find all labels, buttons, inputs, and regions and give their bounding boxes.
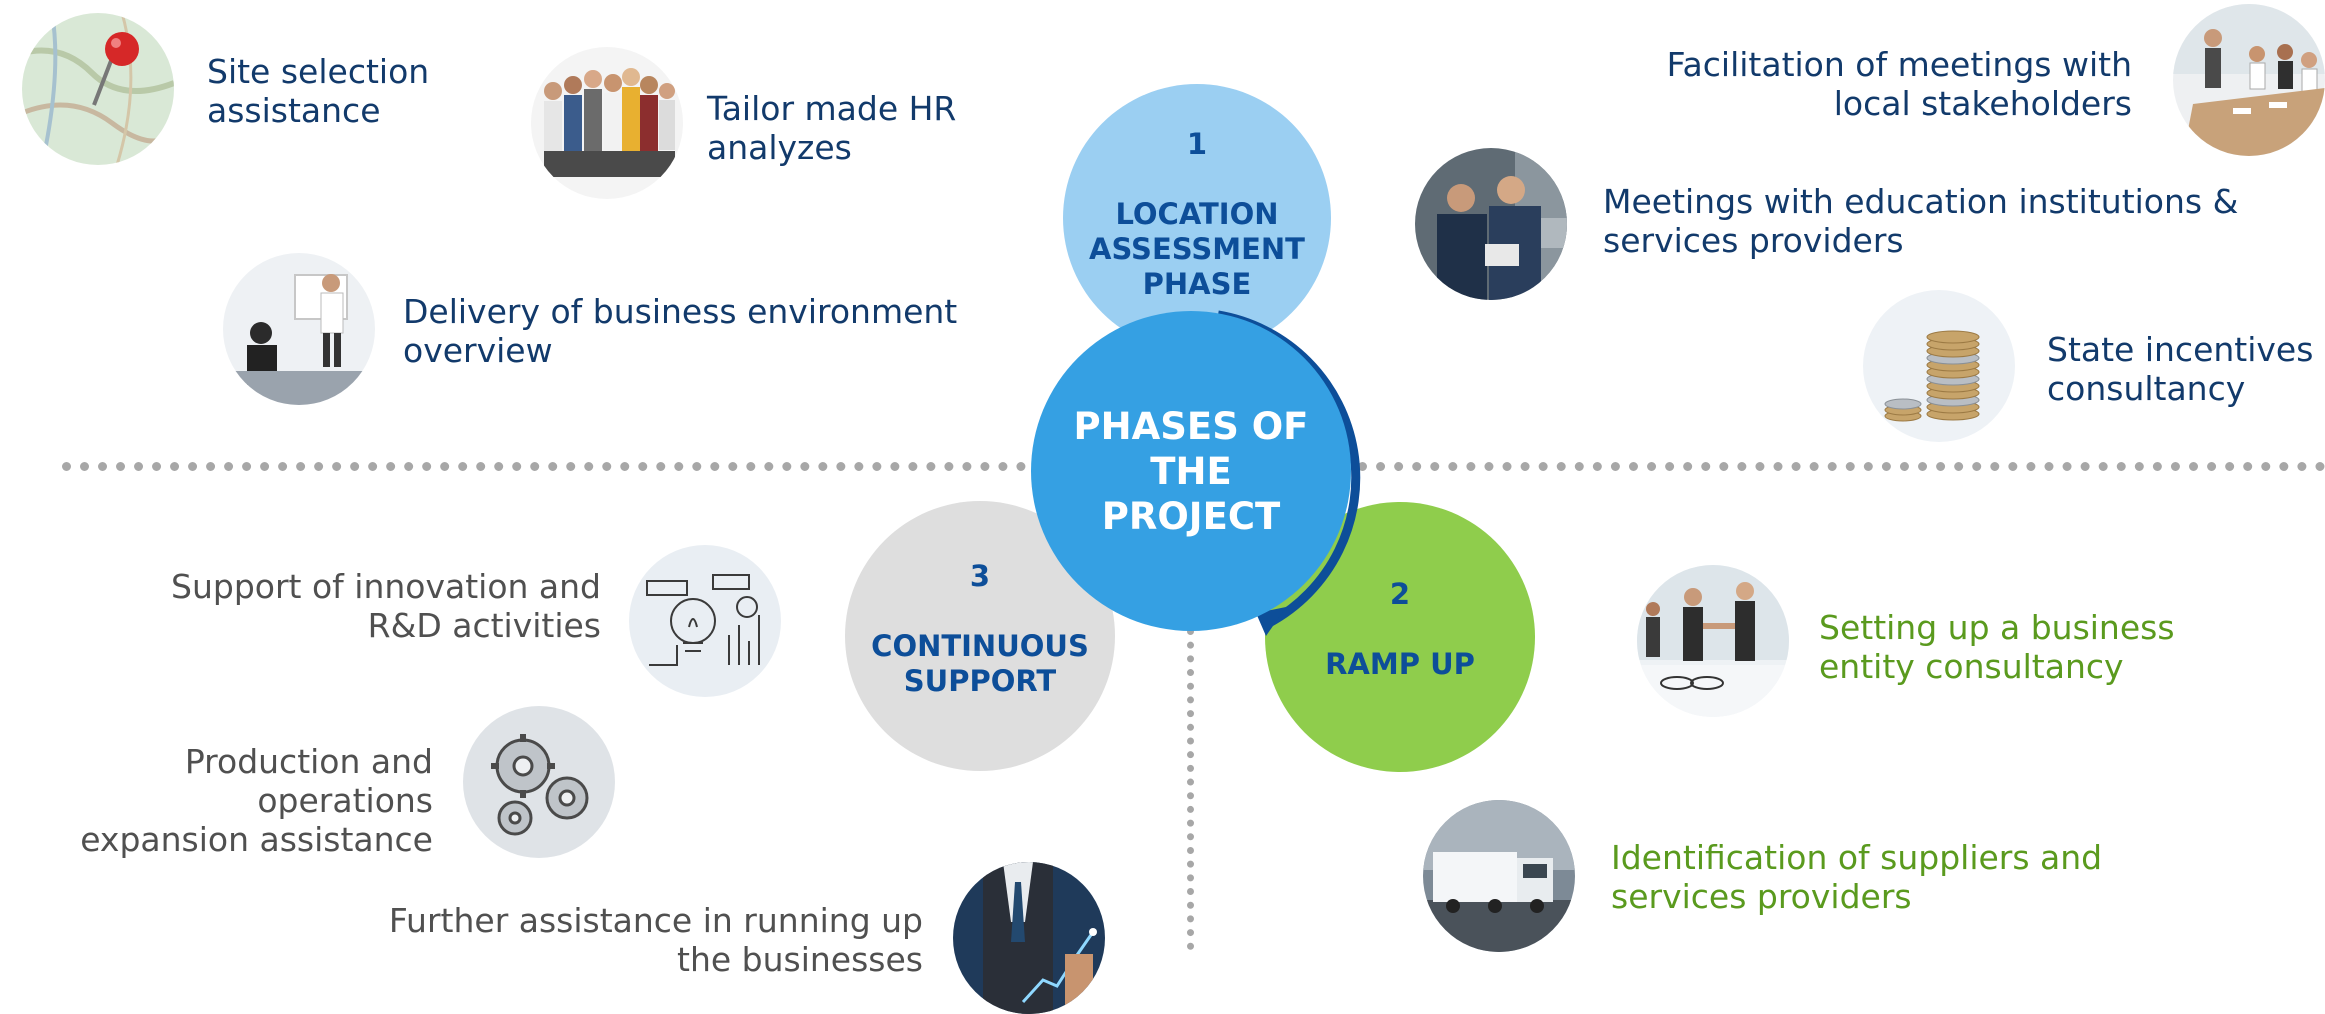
vertical-divider	[1187, 628, 1194, 950]
phase-1-label: LOCATION ASSESSMENT PHASE	[1089, 196, 1305, 301]
coins-stack-icon	[1863, 290, 2015, 442]
phase-3-label: CONTINUOUS SUPPORT	[871, 629, 1089, 698]
growth-chart-icon	[953, 862, 1105, 1014]
truck-icon	[1423, 800, 1575, 952]
phase-1-number: 1	[1186, 126, 1208, 161]
business-environment-text: Delivery of business environment overvie…	[403, 292, 958, 370]
phase-2-label: RAMP UP	[1325, 646, 1475, 681]
presentation-icon	[223, 253, 375, 405]
phase-3-number: 3	[969, 559, 991, 593]
phase-1-content: 1 LOCATION ASSESSMENT PHASE	[1089, 92, 1305, 337]
site-selection-text: Site selection assistance	[207, 52, 430, 130]
horizontal-divider-left	[62, 462, 1062, 471]
phase-1-circle: 1 LOCATION ASSESSMENT PHASE	[1063, 84, 1331, 352]
innovation-text: Support of innovation and R&D activities	[171, 567, 601, 645]
workers-group-icon	[531, 47, 683, 199]
engineers-meeting-icon	[1415, 148, 1567, 300]
state-incentives-text: State incentives consultancy	[2047, 330, 2314, 408]
production-expansion-text: Production and operations expansion assi…	[80, 742, 433, 859]
center-label: PHASES OF THE PROJECT	[1073, 404, 1309, 538]
phase-2-content: 2 RAMP UP	[1325, 542, 1475, 717]
phase-2-number: 2	[1389, 576, 1411, 611]
horizontal-divider-right	[1358, 462, 2325, 471]
suppliers-text: Identification of suppliers and services…	[1611, 838, 2103, 916]
handshake-icon	[1637, 565, 1789, 717]
phase-3-content: 3 CONTINUOUS SUPPORT	[871, 524, 1089, 734]
running-businesses-text: Further assistance in running up the bus…	[388, 901, 923, 979]
boardroom-meeting-icon	[2173, 4, 2325, 156]
gears-icon	[463, 706, 615, 858]
hr-analyzes-text: Tailor made HR analyzes	[707, 89, 957, 167]
education-institutions-text: Meetings with education institutions & s…	[1603, 182, 2239, 260]
stakeholders-text: Facilitation of meetings with local stak…	[1666, 45, 2132, 123]
business-entity-text: Setting up a business entity consultancy	[1819, 608, 2175, 686]
lightbulb-sketch-icon	[629, 545, 781, 697]
map-pin-icon	[22, 13, 174, 165]
center-circle: PHASES OF THE PROJECT	[1031, 311, 1351, 631]
